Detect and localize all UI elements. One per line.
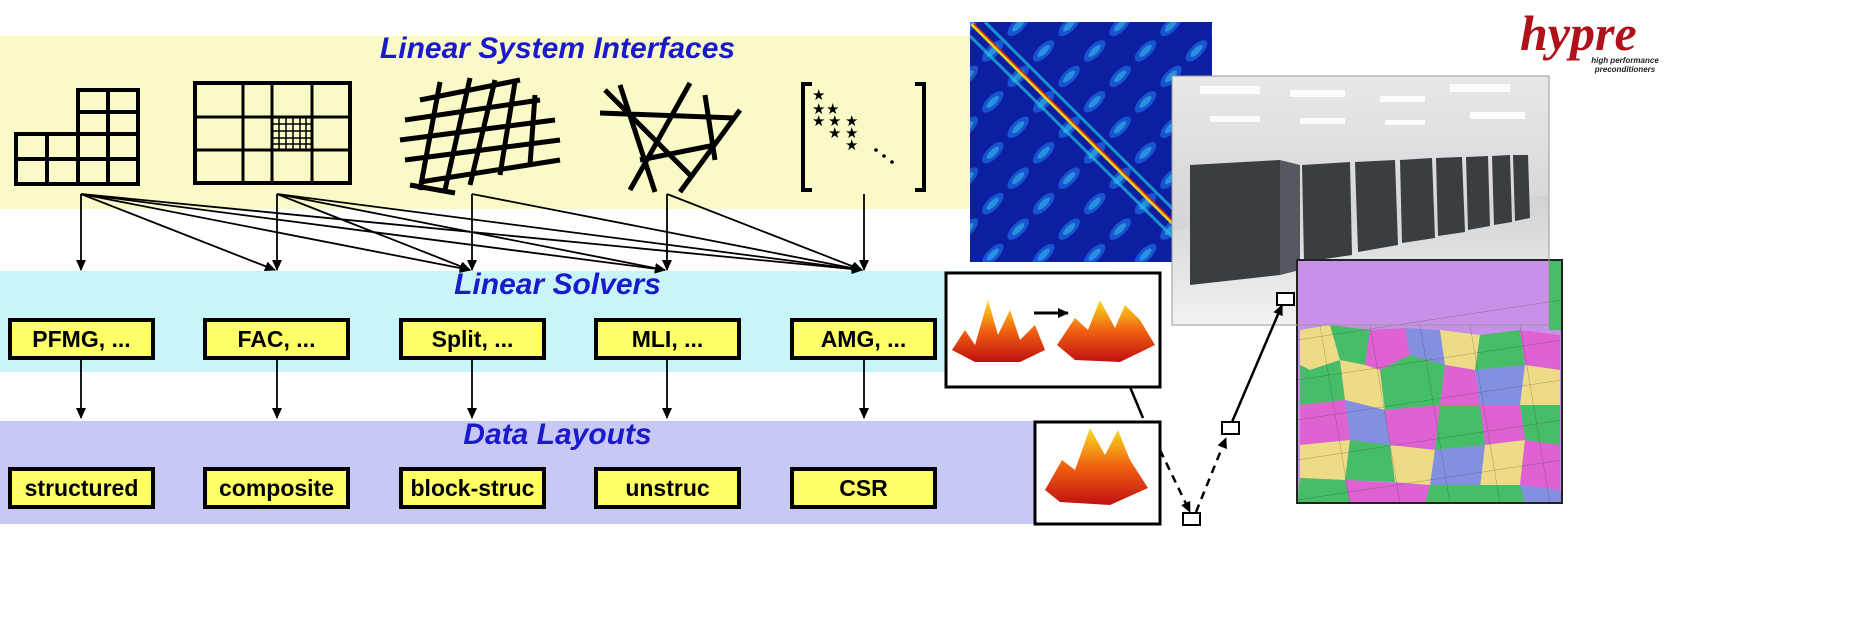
solvers-title: Linear Solvers (454, 268, 661, 301)
svg-text:★: ★ (828, 112, 841, 130)
multigrid-surface-plots (944, 271, 1295, 526)
block-structured-grid-icon (399, 77, 561, 196)
layout-box-block-struc: block-struc (399, 467, 546, 509)
svg-text:★: ★ (845, 136, 858, 154)
svg-text:★: ★ (828, 124, 841, 142)
sparse-matrix-icon: ★ ★★ ★★★ ★★ ★ (801, 82, 926, 192)
logo-name: hypre (1520, 5, 1637, 61)
solver-layout-arrows (76, 358, 869, 419)
svg-text:★: ★ (845, 112, 858, 130)
interface-solver-arrows (76, 193, 869, 275)
svg-text:★: ★ (812, 100, 825, 118)
solver-box-mli: MLI, ... (594, 318, 741, 360)
composite-grid-icon (193, 81, 352, 185)
logo-subtitle: high performance preconditioners (1591, 56, 1659, 74)
layout-box-unstruc: unstruc (594, 467, 741, 509)
svg-text:★: ★ (812, 112, 825, 130)
solver-box-fac: FAC, ... (203, 318, 350, 360)
structured-grid-icon (14, 88, 140, 186)
layout-box-composite: composite (203, 467, 350, 509)
svg-text:★: ★ (812, 86, 825, 104)
solver-box-pfmg: PFMG, ... (8, 318, 155, 360)
interfaces-title: Linear System Interfaces (379, 32, 736, 65)
layout-box-csr: CSR (790, 467, 937, 509)
interfaces-band (0, 36, 1115, 209)
solver-box-split: Split, ... (399, 318, 546, 360)
unstructured-grid-icon (599, 81, 743, 194)
layouts-title: Data Layouts (463, 418, 652, 451)
svg-text:★: ★ (826, 100, 839, 118)
solver-box-amg: AMG, ... (790, 318, 937, 360)
layout-box-structured: structured (8, 467, 155, 509)
svg-text:★: ★ (845, 124, 858, 142)
partitioned-mesh (1296, 259, 1563, 504)
